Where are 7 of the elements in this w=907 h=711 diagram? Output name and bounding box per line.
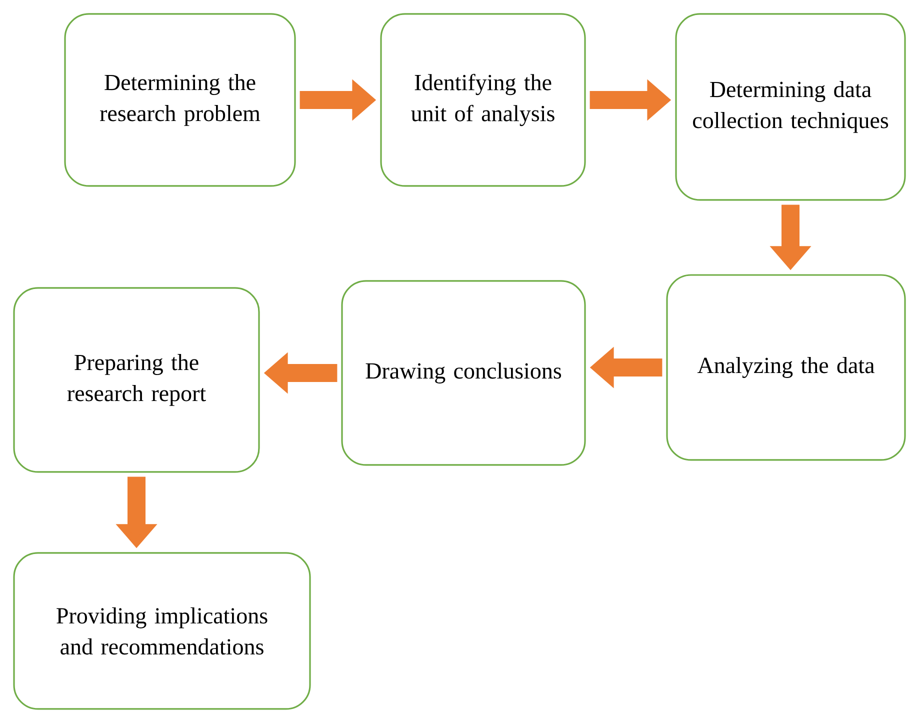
process-box: Drawing conclusions [341,280,586,466]
process-box: Analyzing the data [666,274,906,461]
process-box: Preparing the research report [13,287,260,473]
process-box: Determining the research problem [64,13,296,187]
process-box: Identifying the unit of analysis [380,13,586,187]
process-box: Providing implications and recommendations [13,552,311,710]
process-box: Determining data collection techniques [675,13,906,201]
